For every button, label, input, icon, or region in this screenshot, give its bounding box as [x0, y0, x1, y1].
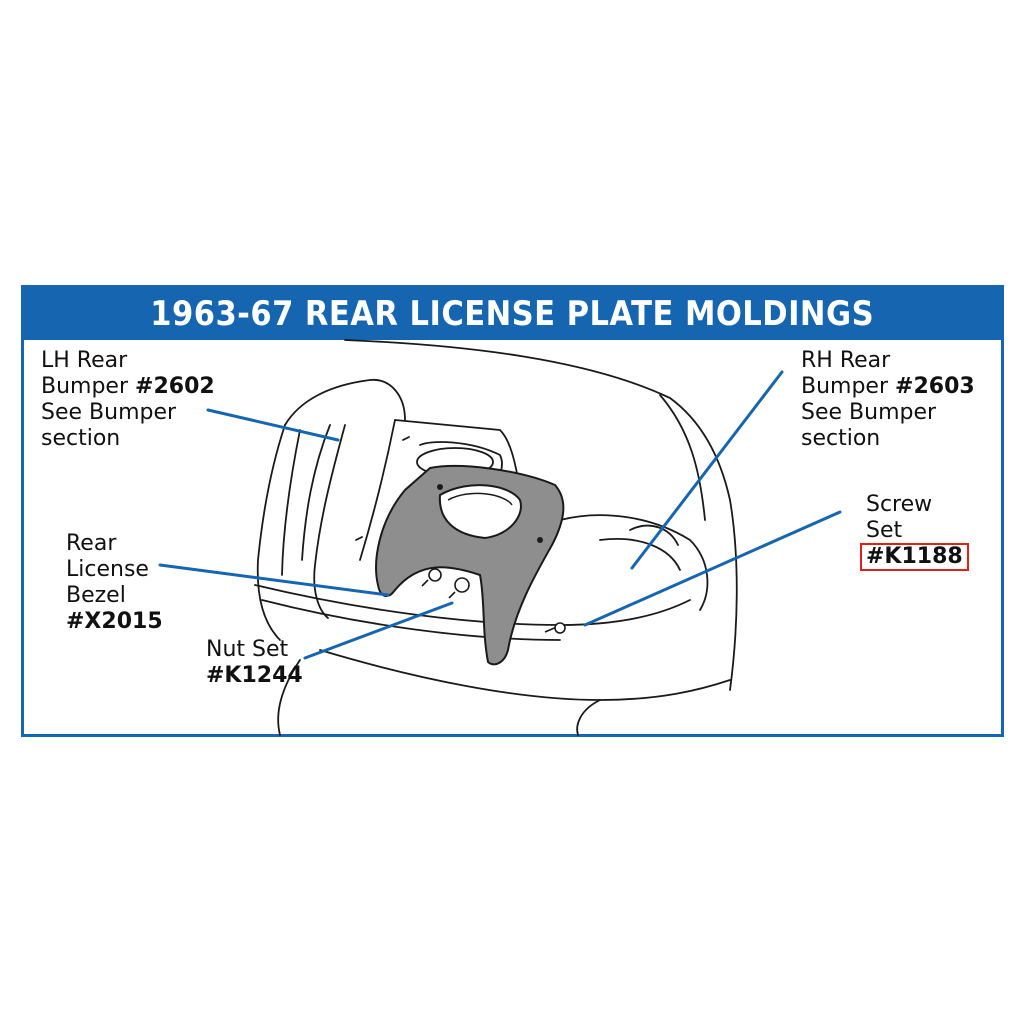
callout-rear-license-bezel: Rear License Bezel #X2015 [66, 531, 163, 635]
callout-line: Bumper #2602 [41, 374, 215, 400]
callout-line: License [66, 557, 149, 582]
leader-screw-set [583, 510, 842, 627]
leader-lh-bumper [206, 408, 340, 442]
diagram-title: 1963-67 REAR LICENSE PLATE MOLDINGS [150, 294, 875, 334]
callout-nut-set: Nut Set #K1244 [206, 637, 303, 689]
callout-line: See Bumper [41, 400, 177, 425]
car-rear-outline [254, 339, 738, 736]
leader-bezel [158, 563, 390, 597]
callout-line: LH Rear [41, 348, 128, 373]
callout-line: section [41, 426, 121, 451]
part-number-2603: #2603 [895, 374, 975, 399]
callout-rh-rear-bumper: RH Rear Bumper #2603 See Bumper section [801, 348, 975, 452]
callout-screw-set: Screw Set [866, 492, 932, 544]
leader-nut-set [303, 601, 454, 660]
license-bezel-part [375, 465, 565, 666]
callout-line: Bezel [66, 583, 126, 608]
callout-line: RH Rear [801, 348, 891, 373]
part-number-x2015: #X2015 [66, 609, 163, 634]
fastener-parts [421, 568, 566, 634]
callout-line: Rear [66, 531, 117, 556]
callout-line: Bumper #2603 [801, 374, 975, 400]
callout-line: See Bumper [801, 400, 937, 425]
part-number-k1188-highlighted: #K1188 [860, 543, 969, 571]
part-number-2602: #2602 [135, 374, 215, 399]
callout-lh-rear-bumper: LH Rear Bumper #2602 See Bumper section [41, 348, 215, 452]
callout-line: Nut Set [206, 637, 289, 662]
leader-rh-bumper [630, 370, 784, 570]
callout-text: Bumper [41, 374, 136, 399]
callout-line: section [801, 426, 881, 451]
callout-text: Bumper [801, 374, 896, 399]
callout-screw-set-part: #K1188 [860, 543, 969, 571]
callout-line: Screw [866, 492, 933, 517]
callout-line: Set [866, 518, 903, 543]
leader-lines [158, 370, 842, 660]
part-number-k1244: #K1244 [206, 663, 303, 688]
title-banner: 1963-67 REAR LICENSE PLATE MOLDINGS [24, 288, 1001, 340]
